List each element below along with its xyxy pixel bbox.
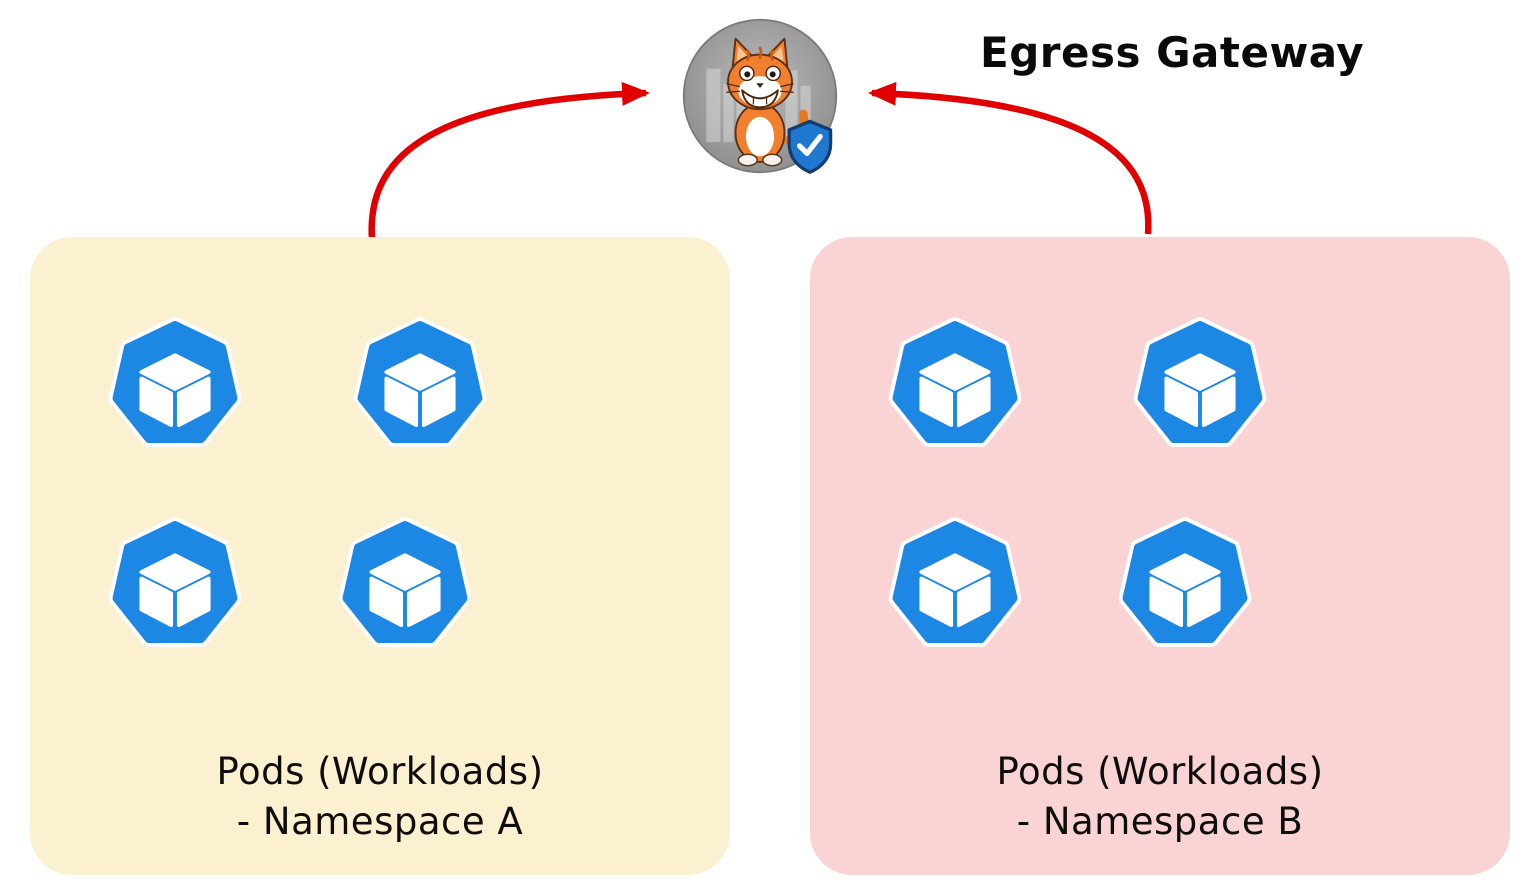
pod-icon (880, 510, 1030, 660)
namespace-a-label-line2: - Namespace A (236, 800, 524, 844)
pod-icon (100, 510, 250, 660)
namespace-b-label-line1: Pods (Workloads) (996, 750, 1324, 794)
cat-mascot-icon (726, 37, 809, 167)
namespace-b-label-line2: - Namespace B (1016, 800, 1304, 844)
namespace-a-label-line1: Pods (Workloads) (216, 750, 544, 794)
egress-cat-gateway-icon (682, 18, 838, 174)
namespace-a-box: Pods (Workloads) - Namespace A (30, 237, 730, 875)
pod-icon (1110, 510, 1260, 660)
namespace-b-box: Pods (Workloads) - Namespace B (810, 237, 1510, 875)
arrow-namespace-b-to-gateway (868, 81, 1152, 235)
shield-check-icon (787, 119, 833, 174)
namespace-a-label: Pods (Workloads) - Namespace A (30, 747, 730, 847)
pod-icon (345, 310, 495, 460)
egress-gateway-node (680, 14, 840, 178)
pod-icon (100, 310, 250, 460)
arrow-namespace-a-to-gateway (368, 81, 650, 240)
pod-icon (1125, 310, 1275, 460)
namespace-b-label: Pods (Workloads) - Namespace B (810, 747, 1510, 847)
pod-icon (880, 310, 1030, 460)
pod-icon (330, 510, 480, 660)
diagram-title: Egress Gateway (980, 28, 1365, 77)
